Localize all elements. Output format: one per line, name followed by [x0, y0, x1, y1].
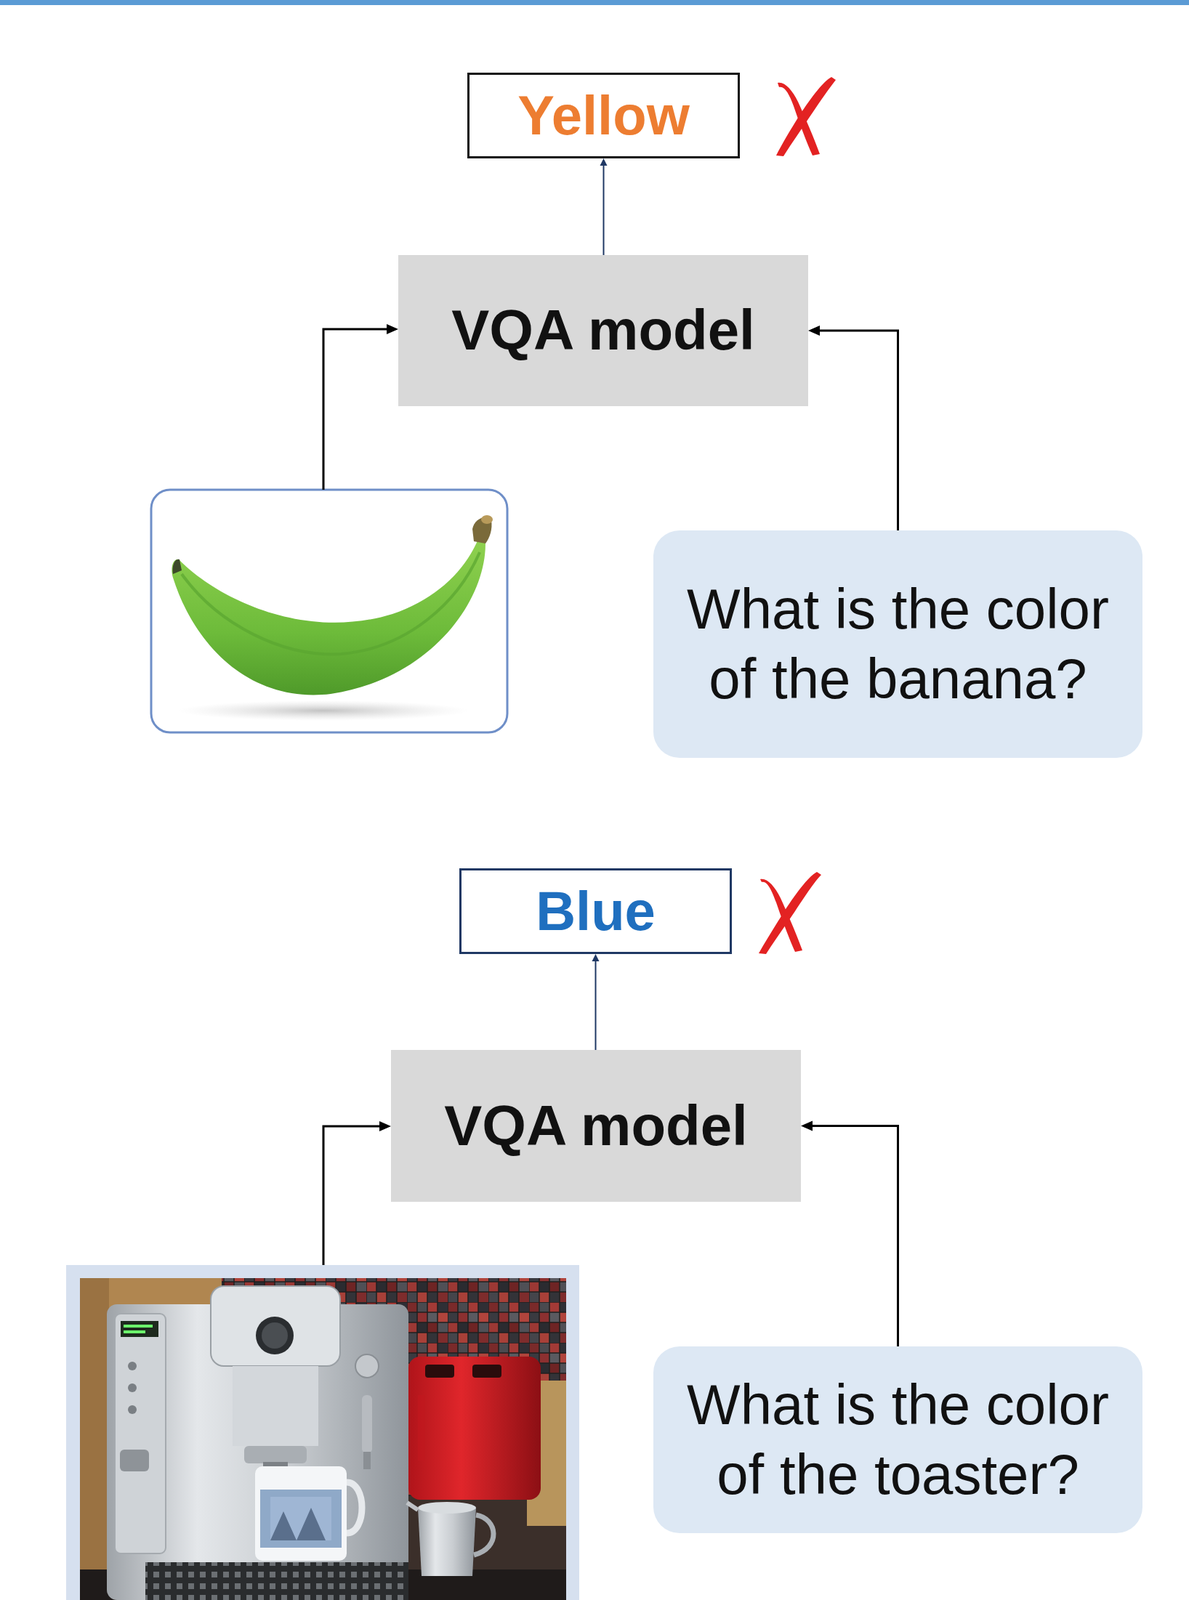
connector-arrow — [808, 325, 899, 531]
node-text: VQA model — [451, 295, 756, 365]
node-text: Blue — [535, 877, 656, 946]
node-text: What is the color of the banana? — [676, 574, 1120, 713]
connector-arrow — [600, 158, 608, 256]
node-text: Yellow — [517, 82, 690, 150]
connector-line — [603, 164, 605, 256]
connector-arrow — [800, 1121, 899, 1348]
question-box: What is the color of the toaster? — [653, 1346, 1143, 1534]
connector-arrow — [592, 954, 600, 1051]
arrow-head — [808, 325, 820, 336]
banana-picture — [151, 489, 508, 733]
wrong-mark — [758, 872, 822, 955]
node-text: VQA model — [444, 1091, 748, 1161]
kitchen-photo — [66, 1265, 580, 1600]
wrong-mark — [776, 77, 836, 157]
top-rule — [0, 0, 1189, 6]
input-connector — [323, 324, 399, 490]
connector-line — [811, 1126, 899, 1348]
model-box: VQA model — [391, 1050, 801, 1203]
answer-box: Blue — [459, 868, 732, 955]
arrow-head — [592, 954, 600, 962]
connector-line — [818, 330, 899, 531]
model-box: VQA model — [398, 255, 809, 407]
input-connector — [323, 1121, 392, 1266]
question-box: What is the color of the banana? — [653, 530, 1143, 759]
arrow-head — [800, 1121, 813, 1132]
arrow-head — [600, 158, 608, 166]
connector-line — [595, 960, 597, 1051]
answer-box: Yellow — [467, 72, 740, 159]
node-text: What is the color of the toaster? — [676, 1370, 1120, 1509]
